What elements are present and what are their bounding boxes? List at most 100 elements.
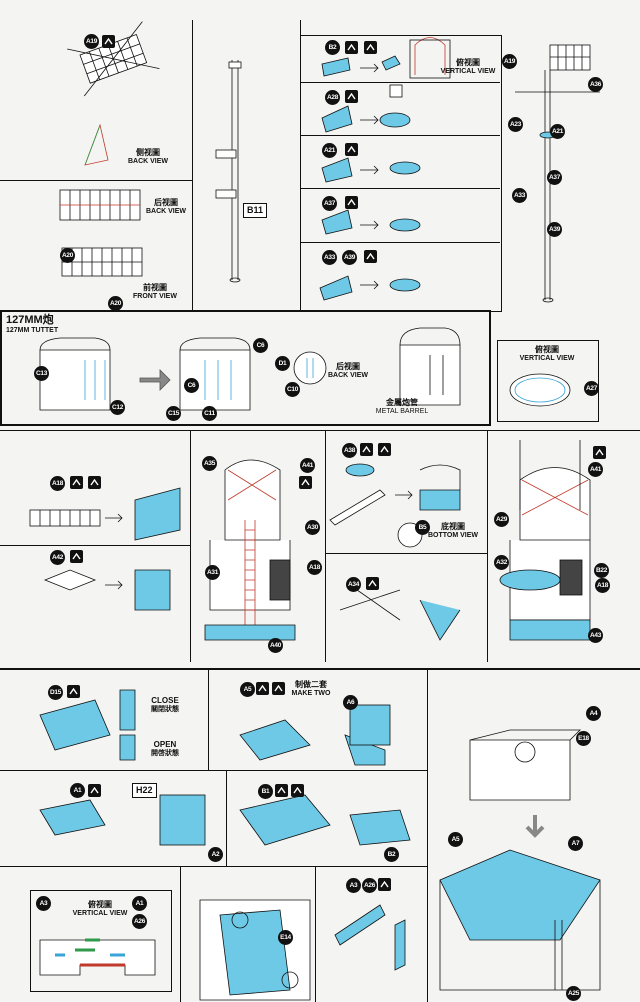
bottom-col-e	[315, 866, 316, 1002]
part-callout-a21: A21	[550, 124, 565, 139]
part-callout-e14: E14	[278, 930, 293, 945]
part-callout-c11: C11	[202, 406, 217, 421]
metal-barrel-cn: 金屬炮管	[386, 398, 418, 407]
vertical-view-top-en: VERTICAL VIEW	[440, 68, 496, 75]
part-callout-a37: A37	[322, 196, 337, 211]
vertical-view-bot-en: VERTICAL VIEW	[72, 910, 128, 917]
close-label: CLOSE 關閉狀態	[140, 696, 190, 714]
open-label: OPEN 開啓狀態	[140, 740, 190, 758]
bend-fold-icon	[364, 250, 377, 263]
bend-fold-icon	[88, 476, 101, 489]
part-callout-e18: E18	[576, 731, 591, 746]
part-callout-a7: A7	[568, 836, 583, 851]
bend-fold-icon	[70, 476, 83, 489]
bend-fold-icon	[593, 446, 606, 459]
part-callout-a37: A37	[547, 170, 562, 185]
part-callout-a21: A21	[322, 143, 337, 158]
bend-fold-icon	[299, 476, 312, 489]
bend-fold-icon	[378, 878, 391, 891]
part-callout-a43: A43	[588, 628, 603, 643]
part-callout-a20: A20	[108, 296, 123, 311]
mid-right-row	[325, 553, 487, 554]
back-view-2-en: BACK VIEW	[145, 208, 187, 215]
bend-fold-icon	[291, 784, 304, 797]
bottom-view-en: BOTTOM VIEW	[427, 532, 479, 539]
part-callout-a38: A38	[342, 443, 357, 458]
vertical-view-inset	[497, 340, 599, 422]
part-callout-b1: B1	[258, 784, 273, 799]
part-callout-a5: A5	[448, 832, 463, 847]
mid-divider-top	[0, 430, 640, 431]
part-callout-a3: A3	[36, 896, 51, 911]
close-en: CLOSE	[151, 696, 179, 705]
make-two-en: MAKE TWO	[291, 690, 331, 697]
part-callout-c6: C6	[184, 378, 199, 393]
metal-barrel-label: 金屬炮管 METAL BARREL	[362, 398, 442, 416]
bend-fold-icon	[70, 550, 83, 563]
bend-fold-icon	[364, 41, 377, 54]
metal-barrel-en: METAL BARREL	[375, 408, 429, 415]
part-callout-a5: A5	[240, 682, 255, 697]
part-callout-b22: B22	[594, 563, 609, 578]
top-step-row-4	[300, 242, 500, 243]
part-callout-a18: A18	[595, 578, 610, 593]
bend-fold-icon	[102, 35, 115, 48]
bend-fold-icon	[366, 577, 379, 590]
bottom-row-2	[0, 866, 427, 867]
open-en: OPEN	[153, 740, 177, 749]
part-callout-b2: B2	[325, 40, 340, 55]
part-callout-a25: A25	[566, 986, 581, 1001]
mid-col-1	[190, 430, 191, 662]
bend-fold-icon	[67, 685, 80, 698]
bend-fold-icon	[378, 443, 391, 456]
vertical-view-top-cn: 俯视圖	[456, 58, 480, 67]
top-step-row-3	[300, 188, 500, 189]
back-view-1-cn: 侧视圖	[136, 148, 160, 157]
part-callout-a36: A36	[588, 77, 603, 92]
bottom-col-a	[208, 668, 209, 770]
vertical-view-mid-en: VERTICAL VIEW	[519, 355, 575, 362]
part-callout-a27: A27	[584, 381, 599, 396]
back-view-3-label: 后视圖 BACK VIEW	[323, 362, 373, 380]
front-view-en: FRONT VIEW	[133, 293, 177, 300]
part-callout-a23: A23	[508, 117, 523, 132]
turret-subtitle: 127MM TUTTET	[6, 327, 59, 334]
bend-fold-icon	[345, 90, 358, 103]
part-callout-a30: A30	[305, 520, 320, 535]
ref-b11: B11	[243, 203, 268, 218]
front-view-label: 前视圖 FRONT VIEW	[125, 283, 185, 301]
part-callout-a34: A34	[346, 577, 361, 592]
part-callout-a41: A41	[300, 458, 315, 473]
vertical-view-mid-cn: 俯视圖	[535, 345, 559, 354]
part-callout-a39: A39	[547, 222, 562, 237]
part-callout-c6: C6	[253, 338, 268, 353]
part-callout-a32: A32	[494, 555, 509, 570]
top-step-row-2	[300, 135, 500, 136]
vertical-view-bot-label: 俯视圖 VERTICAL VIEW	[70, 900, 130, 918]
part-callout-a1: A1	[70, 783, 85, 798]
part-callout-a20: A20	[60, 248, 75, 263]
part-callout-d15: D15	[48, 685, 63, 700]
part-callout-a2: A2	[208, 847, 223, 862]
part-callout-a29: A29	[494, 512, 509, 527]
part-callout-a1: A1	[132, 896, 147, 911]
part-callout-d1: D1	[275, 356, 290, 371]
part-callout-c13: C13	[34, 366, 49, 381]
part-callout-a33: A33	[322, 250, 337, 265]
bend-fold-icon	[345, 41, 358, 54]
bottom-view-cn: 底视圖	[441, 522, 465, 531]
part-callout-c12: C12	[110, 400, 125, 415]
mid-left-row	[0, 545, 190, 546]
part-callout-c10: C10	[285, 382, 300, 397]
ref-h22: H22	[132, 783, 157, 798]
vertical-view-top-label: 俯视圖 VERTICAL VIEW	[438, 58, 498, 76]
bottom-row-1	[0, 770, 427, 771]
open-cn: 開啓狀態	[151, 750, 179, 757]
back-view-1-en: BACK VIEW	[127, 158, 169, 165]
back-view-1-label: 侧视圖 BACK VIEW	[118, 148, 178, 166]
turret-panel-border	[0, 310, 491, 426]
make-two-label: 制做二套 MAKE TWO	[286, 680, 336, 698]
part-callout-a26: A26	[362, 878, 377, 893]
bend-fold-icon	[272, 682, 285, 695]
